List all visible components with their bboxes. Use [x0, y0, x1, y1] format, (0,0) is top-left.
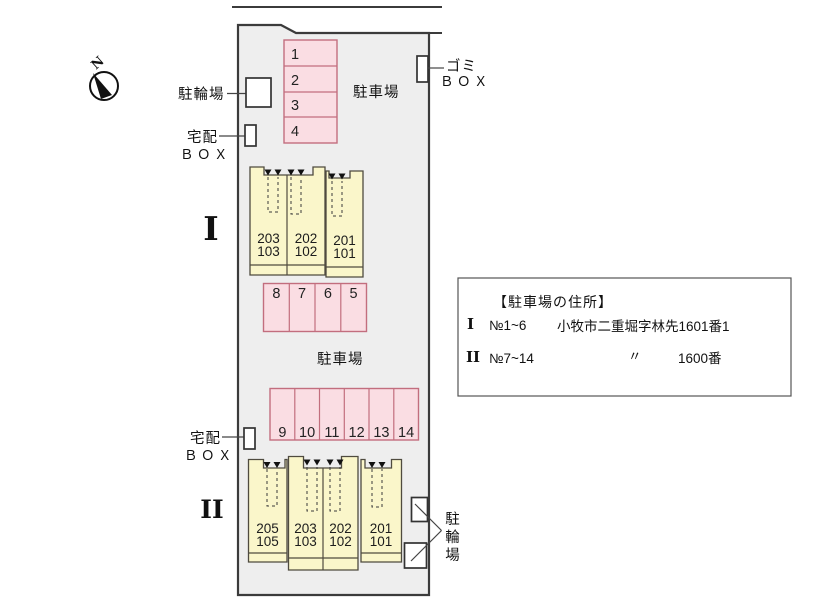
delivery-box-bottom-group: 宅配 ＢＯＸ: [184, 427, 256, 463]
delivery-box-bottom: [243, 427, 256, 450]
parking-space-2: 2: [291, 73, 299, 89]
trash-box: [416, 55, 429, 83]
parking-space-11: 11: [324, 425, 339, 441]
address-row1-address: 小牧市二重堀字林先1601番1: [557, 318, 730, 334]
building-2-approach-paths: [266, 467, 383, 512]
bike-parking-bottom-box-lower: [403, 542, 428, 569]
b2-unit4-lower: 101: [370, 534, 393, 549]
b2-unit3-upper: 202: [329, 521, 352, 536]
parking-space-13: 13: [373, 425, 389, 441]
parking-space-3: 3: [291, 98, 299, 114]
building-2-unit-4: [360, 458, 403, 563]
address-row2-numeral: II: [466, 348, 480, 366]
bike-parking-top-label: 駐輪場: [178, 86, 225, 103]
parking-row-top: 1 2 3 4: [283, 39, 338, 144]
b2-unit4-upper: 201: [370, 521, 393, 536]
delivery-box-top-group: 宅配 ＢＯＸ: [180, 124, 257, 162]
parking-space-14: 14: [398, 425, 414, 441]
delivery-top-label-line2: ＢＯＸ: [180, 147, 231, 162]
address-row1-numeral: I: [467, 315, 474, 333]
parking-space-1: 1: [291, 47, 299, 63]
bike-bottom-label-char3: 場: [445, 547, 461, 564]
bike-bottom-label-char2: 輪: [445, 529, 461, 546]
trash-box-group: ゴミ ＢＯＸ: [416, 55, 491, 89]
compass-north-label: N: [89, 54, 108, 73]
b1-unit3-lower: 101: [333, 246, 356, 261]
parking-space-12: 12: [349, 425, 365, 441]
b2-unit1-lower: 105: [256, 534, 279, 549]
bike-bottom-connector-2: [410, 530, 442, 562]
b1-unit1-lower: 103: [257, 244, 280, 259]
address-row2-range: №7~14: [489, 351, 534, 366]
trash-box-label-line1: ゴミ: [446, 57, 477, 75]
delivery-box-top: [244, 124, 257, 147]
b2-unit1-upper: 205: [256, 521, 279, 536]
parking-space-7: 7: [298, 286, 306, 302]
parking-space-8: 8: [272, 286, 280, 302]
parking-space-9: 9: [278, 425, 286, 441]
b1-unit1-upper: 203: [257, 231, 280, 246]
parking-row-bottom: 9 10 11 12 13 14: [269, 387, 420, 441]
building-1-entrance-markers: [264, 169, 346, 180]
b2-unit2-upper: 203: [294, 521, 317, 536]
b1-unit2-lower: 102: [295, 244, 318, 259]
delivery-bottom-label-line2: ＢＯＸ: [184, 448, 235, 463]
b2-unit3-lower: 102: [329, 534, 352, 549]
bike-parking-bottom-group: 駐 輪 場: [403, 496, 461, 569]
address-row2-address: 1600番: [678, 351, 722, 366]
trash-box-label-line2: ＢＯＸ: [440, 74, 491, 89]
bike-parking-bottom-box-upper: [410, 496, 429, 523]
delivery-bottom-label-line1: 宅配: [190, 430, 221, 447]
address-row2-ditto: 〃: [628, 349, 642, 364]
parking-lot-label-top: 駐車場: [353, 84, 400, 101]
delivery-top-label-line1: 宅配: [187, 129, 218, 146]
b1-unit3-upper: 201: [333, 233, 356, 248]
bike-parking-top-box: [245, 77, 272, 108]
address-info-box-border: [457, 277, 792, 397]
b1-unit2-upper: 202: [295, 231, 318, 246]
bike-parking-top-group: 駐輪場: [178, 77, 272, 108]
bike-bottom-connector-1: [414, 503, 442, 531]
building-1-approach-paths: [267, 177, 343, 217]
address-row1-range: №1~6: [489, 318, 526, 333]
parking-lot-label-mid: 駐車場: [317, 351, 364, 368]
parking-space-4: 4: [291, 124, 299, 140]
building-1: 203 103 202 102 201 101: [249, 166, 364, 278]
parking-space-5: 5: [350, 286, 358, 302]
compass-north-icon: N: [89, 54, 119, 101]
building-2-entrance-markers: [263, 459, 386, 468]
building-2: 205 105 203 103 202 102 201 101: [247, 455, 403, 571]
parking-space-6: 6: [324, 286, 332, 302]
b2-unit2-lower: 103: [294, 534, 317, 549]
parking-space-10: 10: [299, 425, 315, 441]
building-1-numeral: I: [203, 209, 218, 248]
address-info-title: 【駐車場の住所】: [493, 294, 613, 310]
address-info-box: 【駐車場の住所】 I №1~6 小牧市二重堀字林先1601番1 II №7~14…: [457, 277, 792, 397]
parking-row-mid: 8 7 6 5: [262, 282, 368, 333]
bike-bottom-label-char1: 駐: [445, 511, 461, 528]
building-1-block-b: [325, 170, 364, 278]
building-2-numeral: II: [200, 495, 223, 524]
